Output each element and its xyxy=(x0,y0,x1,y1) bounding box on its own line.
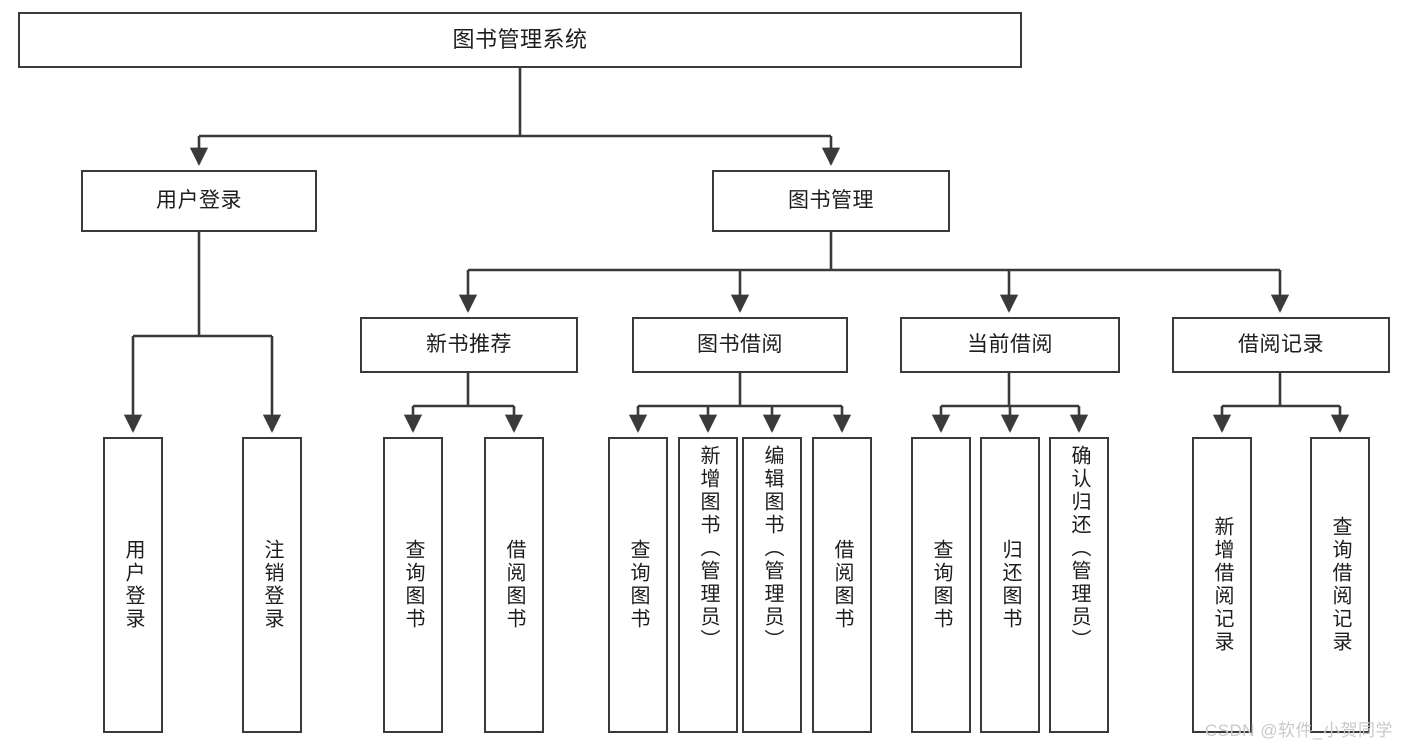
node-borrow-record[interactable]: 借阅记录 xyxy=(1172,317,1390,373)
leaf-user-login-signin[interactable]: 用户登录 xyxy=(103,437,163,733)
node-label: 查询图书 xyxy=(402,539,424,631)
node-label: 编辑图书（管理员） xyxy=(761,445,783,652)
leaf-current-borrow-confirm-return[interactable]: 确认归还（管理员） xyxy=(1049,437,1109,733)
leaf-borrow-record-query[interactable]: 查询借阅记录 xyxy=(1310,437,1370,733)
node-label: 查询图书 xyxy=(627,539,649,631)
leaf-book-borrow-edit[interactable]: 编辑图书（管理员） xyxy=(742,437,802,733)
leaf-new-book-borrow[interactable]: 借阅图书 xyxy=(484,437,544,733)
node-label: 图书借阅 xyxy=(697,332,783,356)
leaf-book-borrow-query[interactable]: 查询图书 xyxy=(608,437,668,733)
node-label: 用户登录 xyxy=(156,188,242,212)
node-label: 借阅图书 xyxy=(831,539,853,631)
node-label: 查询借阅记录 xyxy=(1329,516,1351,654)
node-label: 新书推荐 xyxy=(426,332,512,356)
leaf-current-borrow-return[interactable]: 归还图书 xyxy=(980,437,1040,733)
leaf-book-borrow-lend[interactable]: 借阅图书 xyxy=(812,437,872,733)
node-label: 新增图书（管理员） xyxy=(697,445,719,652)
node-label: 用户登录 xyxy=(122,539,144,631)
node-current-borrow[interactable]: 当前借阅 xyxy=(900,317,1120,373)
node-label: 新增借阅记录 xyxy=(1211,516,1233,654)
node-root-system[interactable]: 图书管理系统 xyxy=(18,12,1022,68)
node-label: 图书管理系统 xyxy=(452,27,588,53)
node-new-book-recommend[interactable]: 新书推荐 xyxy=(360,317,578,373)
leaf-current-borrow-query[interactable]: 查询图书 xyxy=(911,437,971,733)
node-user-login[interactable]: 用户登录 xyxy=(81,170,317,232)
node-label: 归还图书 xyxy=(999,539,1021,631)
node-label: 当前借阅 xyxy=(967,332,1053,356)
leaf-new-book-query[interactable]: 查询图书 xyxy=(383,437,443,733)
node-label: 图书管理 xyxy=(788,188,874,212)
watermark: CSDN @软件_小贺同学 xyxy=(1204,721,1393,740)
node-label: 借阅图书 xyxy=(503,539,525,631)
leaf-user-login-signout[interactable]: 注销登录 xyxy=(242,437,302,733)
node-label: 注销登录 xyxy=(261,539,283,631)
node-label: 借阅记录 xyxy=(1238,332,1324,356)
leaf-borrow-record-add[interactable]: 新增借阅记录 xyxy=(1192,437,1252,733)
leaf-book-borrow-add[interactable]: 新增图书（管理员） xyxy=(678,437,738,733)
node-label: 确认归还（管理员） xyxy=(1068,445,1090,652)
node-book-borrow[interactable]: 图书借阅 xyxy=(632,317,848,373)
node-book-management[interactable]: 图书管理 xyxy=(712,170,950,232)
node-label: 查询图书 xyxy=(930,539,952,631)
